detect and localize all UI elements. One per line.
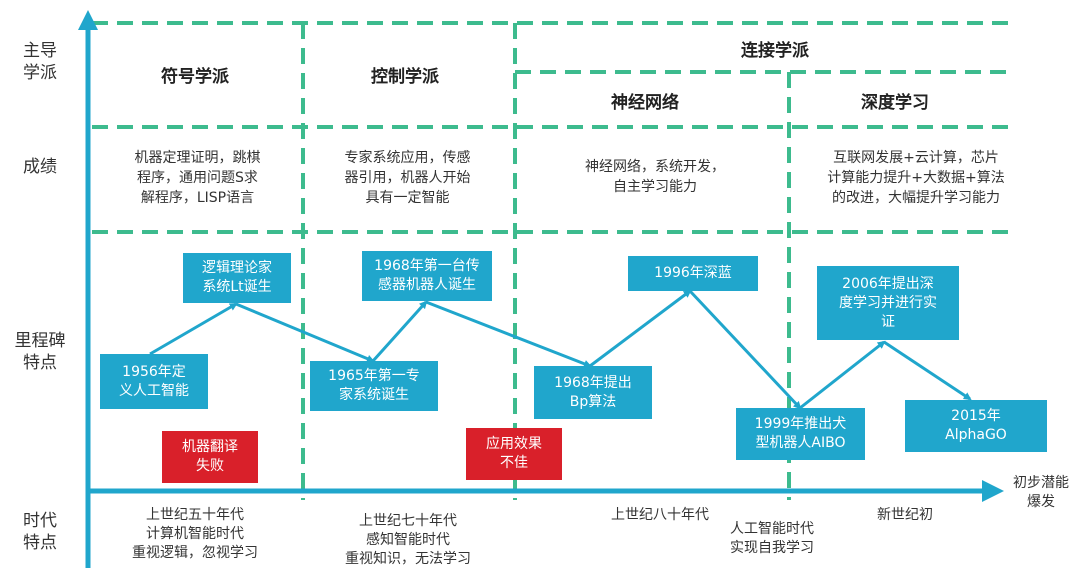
milestone-1956: 1956年定 义人工智能	[100, 354, 208, 409]
achievement-symbolic: 机器定理证明，跳棋 程序，通用问题S求 解程序，LISP语言	[134, 150, 261, 206]
milestone-1999: 1999年推出犬 型机器人AIBO	[736, 408, 865, 460]
milestone-2006: 2006年提出深 度学习并进行实 证	[817, 266, 959, 340]
failure-machine-translation: 机器翻译 失败	[162, 431, 258, 483]
school-control: 控制学派	[371, 67, 439, 87]
milestone-logic-theorist: 逻辑理论家 系统Lt诞生	[183, 253, 291, 303]
milestone-1968-bp: 1968年提出 Bp算法	[534, 366, 652, 419]
milestone-connectors	[149, 289, 972, 410]
milestone-1996: 1996年深蓝	[628, 256, 758, 291]
achievement-deep-learning: 互联网发展+云计算，芯片 计算能力提升+大数据+算法 的改进，大幅提升学习能力	[827, 150, 1005, 206]
horizontal-axis	[88, 480, 1004, 502]
milestone-2015: 2015年 AlphaGO	[905, 400, 1047, 452]
row-label-school: 主导 学派	[23, 41, 57, 83]
school-symbolic: 符号学派	[161, 67, 229, 87]
axis-end-label: 初步潜能 爆发	[1013, 475, 1069, 510]
failure-application: 应用效果 不佳	[466, 428, 562, 480]
era-new-century: 新世纪初	[877, 507, 933, 523]
milestone-1965: 1965年第一专 家系统诞生	[310, 361, 438, 411]
era-eighties: 上世纪八十年代	[611, 507, 709, 523]
era-self-learning: 人工智能时代 实现自我学习	[730, 521, 814, 556]
achievement-neural-network: 神经网络，系统开发， 自主学习能力	[585, 159, 725, 195]
school-deep-learning: 深度学习	[861, 93, 929, 113]
achievement-control: 专家系统应用，传感 器引用，机器人开始 具有一定智能	[344, 150, 471, 206]
row-label-milestone: 里程碑 特点	[14, 331, 66, 373]
era-fifties: 上世纪五十年代 计算机智能时代 重视逻辑，忽视学习	[132, 507, 258, 561]
era-seventies: 上世纪七十年代 感知智能时代 重视知识，无法学习	[345, 513, 471, 567]
row-label-era: 时代 特点	[23, 511, 57, 553]
vertical-axis	[78, 10, 98, 568]
school-neural-network: 神经网络	[611, 93, 679, 113]
milestone-1968-robot: 1968年第一台传 感器机器人诞生	[362, 251, 492, 301]
row-label-achievement: 成绩	[23, 157, 57, 177]
school-connection: 连接学派	[741, 41, 809, 61]
